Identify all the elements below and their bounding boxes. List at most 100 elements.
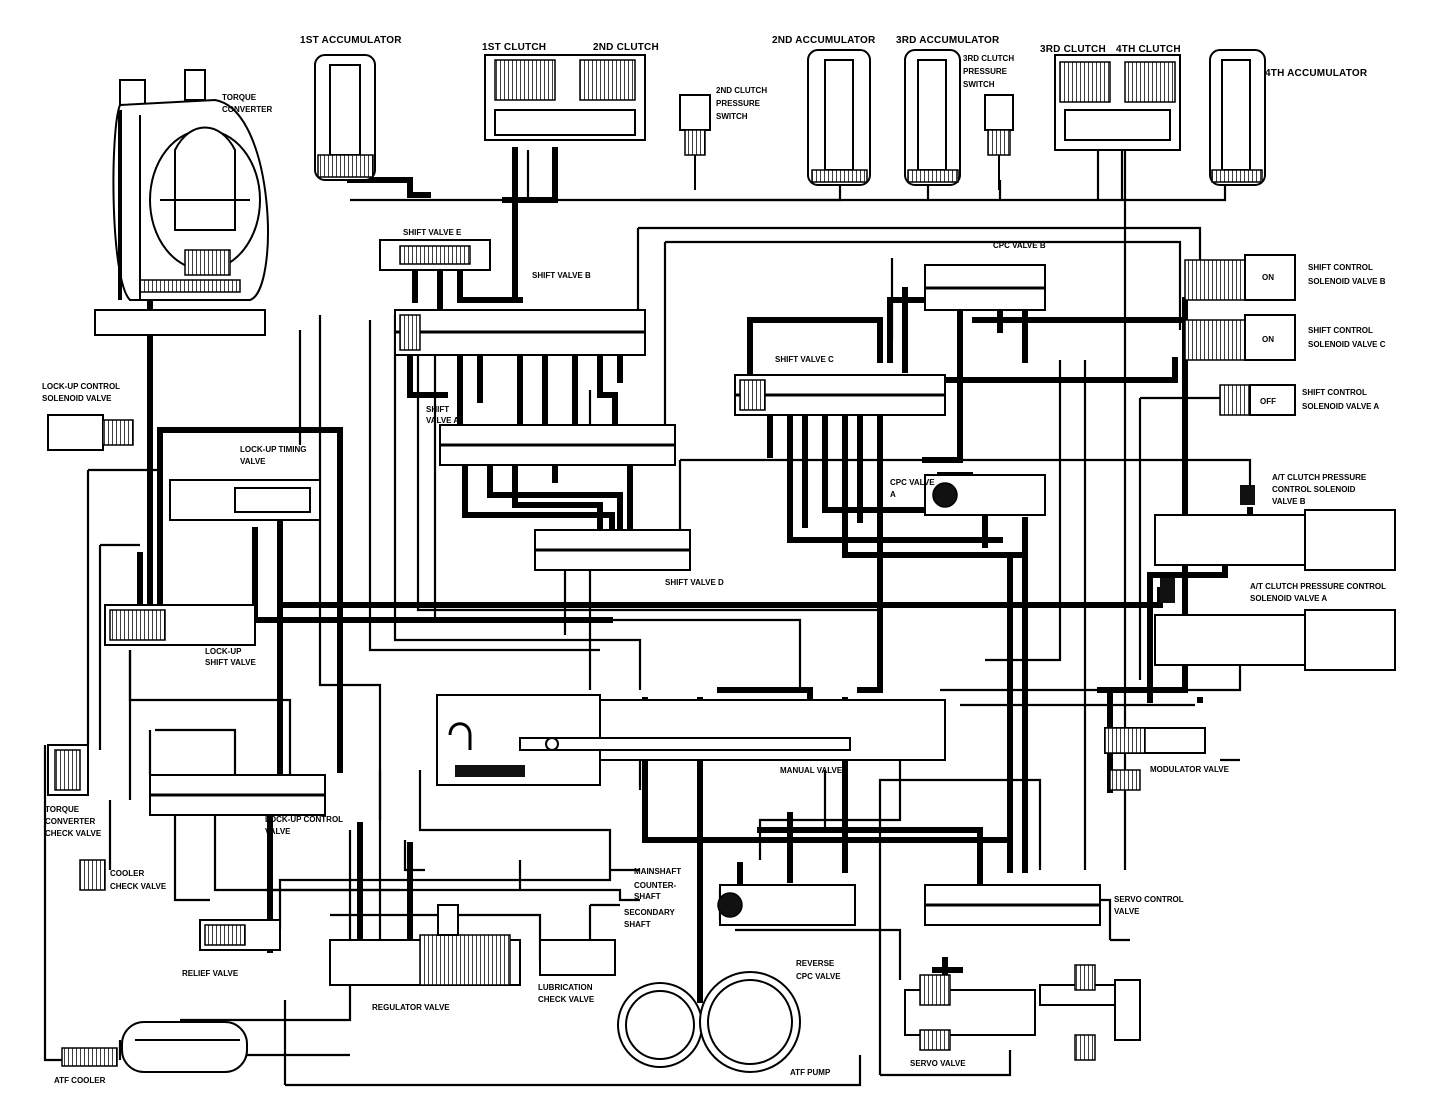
shift-control-solenoid-valve-a (1219, 384, 1296, 416)
label-3rd-clutch-pressure-switch-2: PRESSURE (963, 67, 1008, 76)
accumulator-2nd (807, 49, 871, 186)
servo-control-valve (924, 884, 1101, 926)
label-3rd-clutch-pressure-switch-1: 3RD CLUTCH (963, 54, 1014, 63)
label-4th-clutch: 4TH CLUTCH (1116, 44, 1181, 55)
label-shift-valve-c: SHIFT VALVE C (775, 355, 834, 364)
label-2nd-clutch-pressure-switch-3: SWITCH (716, 112, 748, 121)
label-servo-control-2: VALVE (1114, 907, 1140, 916)
label-scsv-b-2: SOLENOID VALVE B (1308, 277, 1386, 286)
label-lock-up-control-solenoid-2: SOLENOID VALVE (42, 394, 112, 403)
component-labels: 1ST ACCUMULATOR 1ST CLUTCH 2ND CLUTCH 2N… (42, 35, 1386, 1085)
shift-control-solenoid-valve-b (1184, 254, 1296, 301)
label-scsv-a-2: SOLENOID VALVE A (1302, 402, 1379, 411)
label-lock-up-timing-1: LOCK-UP TIMING (240, 445, 307, 454)
cooler-check-valve (79, 859, 106, 891)
manual-valve (436, 694, 946, 786)
label-lock-up-control-1: LOCK-UP CONTROL (265, 815, 343, 824)
shift-valve-b (394, 309, 646, 356)
pressure-switch-3rd (984, 94, 1014, 190)
label-solenoid-b-state: ON (1262, 273, 1274, 282)
clutch-1st-2nd (484, 54, 646, 141)
label-modulator-valve: MODULATOR VALVE (1150, 765, 1230, 774)
label-regulator-valve: REGULATOR VALVE (372, 1003, 450, 1012)
label-3rd-clutch: 3RD CLUTCH (1040, 44, 1106, 55)
thick-passages (112, 147, 1253, 1003)
torque-converter (94, 69, 269, 336)
label-shift-valve-b: SHIFT VALVE B (532, 271, 591, 280)
at-clutch-pressure-control-solenoid-valve-a (1154, 578, 1396, 671)
label-cpc-valve-a-2: A (890, 490, 896, 499)
label-scsv-c-2: SOLENOID VALVE C (1308, 340, 1386, 349)
label-1st-accumulator: 1ST ACCUMULATOR (300, 35, 402, 46)
relief-valve (199, 919, 281, 951)
atf-pump (617, 971, 801, 1073)
shift-valve-a (439, 424, 676, 466)
label-2nd-clutch-pressure-switch-1: 2ND CLUTCH (716, 86, 767, 95)
label-lubrication-check-1: LUBRICATION (538, 983, 593, 992)
torque-converter-check-valve (47, 744, 89, 796)
shift-valve-e (379, 239, 491, 271)
lock-up-shift-valve (104, 604, 256, 646)
label-2nd-clutch-pressure-switch-2: PRESSURE (716, 99, 761, 108)
label-manual-valve: MANUAL VALVE (780, 766, 843, 775)
label-scsv-a-1: SHIFT CONTROL (1302, 388, 1367, 397)
label-countershaft-2: SHAFT (634, 892, 661, 901)
label-shift-valve-e: SHIFT VALVE E (403, 228, 462, 237)
label-torque-converter-1: TORQUE (222, 93, 257, 102)
accumulator-3rd (904, 49, 961, 186)
label-4th-accumulator: 4TH ACCUMULATOR (1265, 68, 1368, 79)
lock-up-timing-valve (169, 479, 321, 521)
label-scsv-c-1: SHIFT CONTROL (1308, 326, 1373, 335)
label-atcp-a-1: A/T CLUTCH PRESSURE CONTROL (1250, 582, 1386, 591)
label-3rd-clutch-pressure-switch-3: SWITCH (963, 80, 995, 89)
label-lock-up-shift-2: SHIFT VALVE (205, 658, 256, 667)
shift-control-solenoid-valve-c (1184, 314, 1296, 361)
accumulator-1st (314, 54, 376, 181)
label-mainshaft: MAINSHAFT (634, 867, 681, 876)
label-lock-up-timing-2: VALVE (240, 457, 266, 466)
label-atf-cooler: ATF COOLER (54, 1076, 106, 1085)
reverse-cpc-valve (717, 884, 856, 926)
label-torque-converter-2: CONVERTER (222, 105, 272, 114)
label-cpc-valve-a-1: CPC VALVE (890, 478, 935, 487)
label-cpc-valve-b: CPC VALVE B (993, 241, 1046, 250)
label-lubrication-check-2: CHECK VALVE (538, 995, 595, 1004)
label-relief-valve: RELIEF VALVE (182, 969, 239, 978)
label-atcp-a-2: SOLENOID VALVE A (1250, 594, 1327, 603)
clutch-3rd-4th (1054, 54, 1181, 151)
label-scsv-b-1: SHIFT CONTROL (1308, 263, 1373, 272)
servo-valve (904, 964, 1141, 1061)
lock-up-control-solenoid-valve (47, 414, 134, 451)
label-lock-up-shift-1: LOCK-UP (205, 647, 242, 656)
label-servo-valve: SERVO VALVE (910, 1059, 966, 1068)
label-atcp-b-3: VALVE B (1272, 497, 1306, 506)
lubrication-check-valve (539, 939, 616, 976)
label-tc-check-2: CONVERTER (45, 817, 95, 826)
label-atcp-b-2: CONTROL SOLENOID (1272, 485, 1356, 494)
label-secondary-shaft-2: SHAFT (624, 920, 651, 929)
label-2nd-clutch: 2ND CLUTCH (593, 42, 659, 53)
label-shift-valve-d: SHIFT VALVE D (665, 578, 724, 587)
lock-up-control-valve (149, 774, 326, 816)
shift-valve-d (534, 529, 691, 571)
accumulator-4th (1209, 49, 1266, 186)
pressure-switch-2nd (679, 94, 711, 190)
cpc-valve-b (924, 264, 1046, 311)
label-shift-valve-a-1: SHIFT (426, 405, 449, 414)
label-lock-up-control-solenoid-1: LOCK-UP CONTROL (42, 382, 120, 391)
shift-valve-c (734, 374, 946, 416)
label-cooler-check-1: COOLER (110, 869, 144, 878)
label-reverse-cpc-2: CPC VALVE (796, 972, 841, 981)
at-clutch-pressure-control-solenoid-valve-b (1154, 485, 1396, 571)
label-countershaft-1: COUNTER- (634, 881, 677, 890)
label-tc-check-1: TORQUE (45, 805, 80, 814)
label-solenoid-a-state: OFF (1260, 397, 1276, 406)
label-solenoid-c-state: ON (1262, 335, 1274, 344)
label-atcp-b-1: A/T CLUTCH PRESSURE (1272, 473, 1367, 482)
label-1st-clutch: 1ST CLUTCH (482, 42, 546, 53)
label-atf-pump: ATF PUMP (790, 1068, 831, 1077)
cpc-valve-a (924, 474, 1046, 516)
label-cooler-check-2: CHECK VALVE (110, 882, 167, 891)
label-reverse-cpc-1: REVERSE (796, 959, 835, 968)
